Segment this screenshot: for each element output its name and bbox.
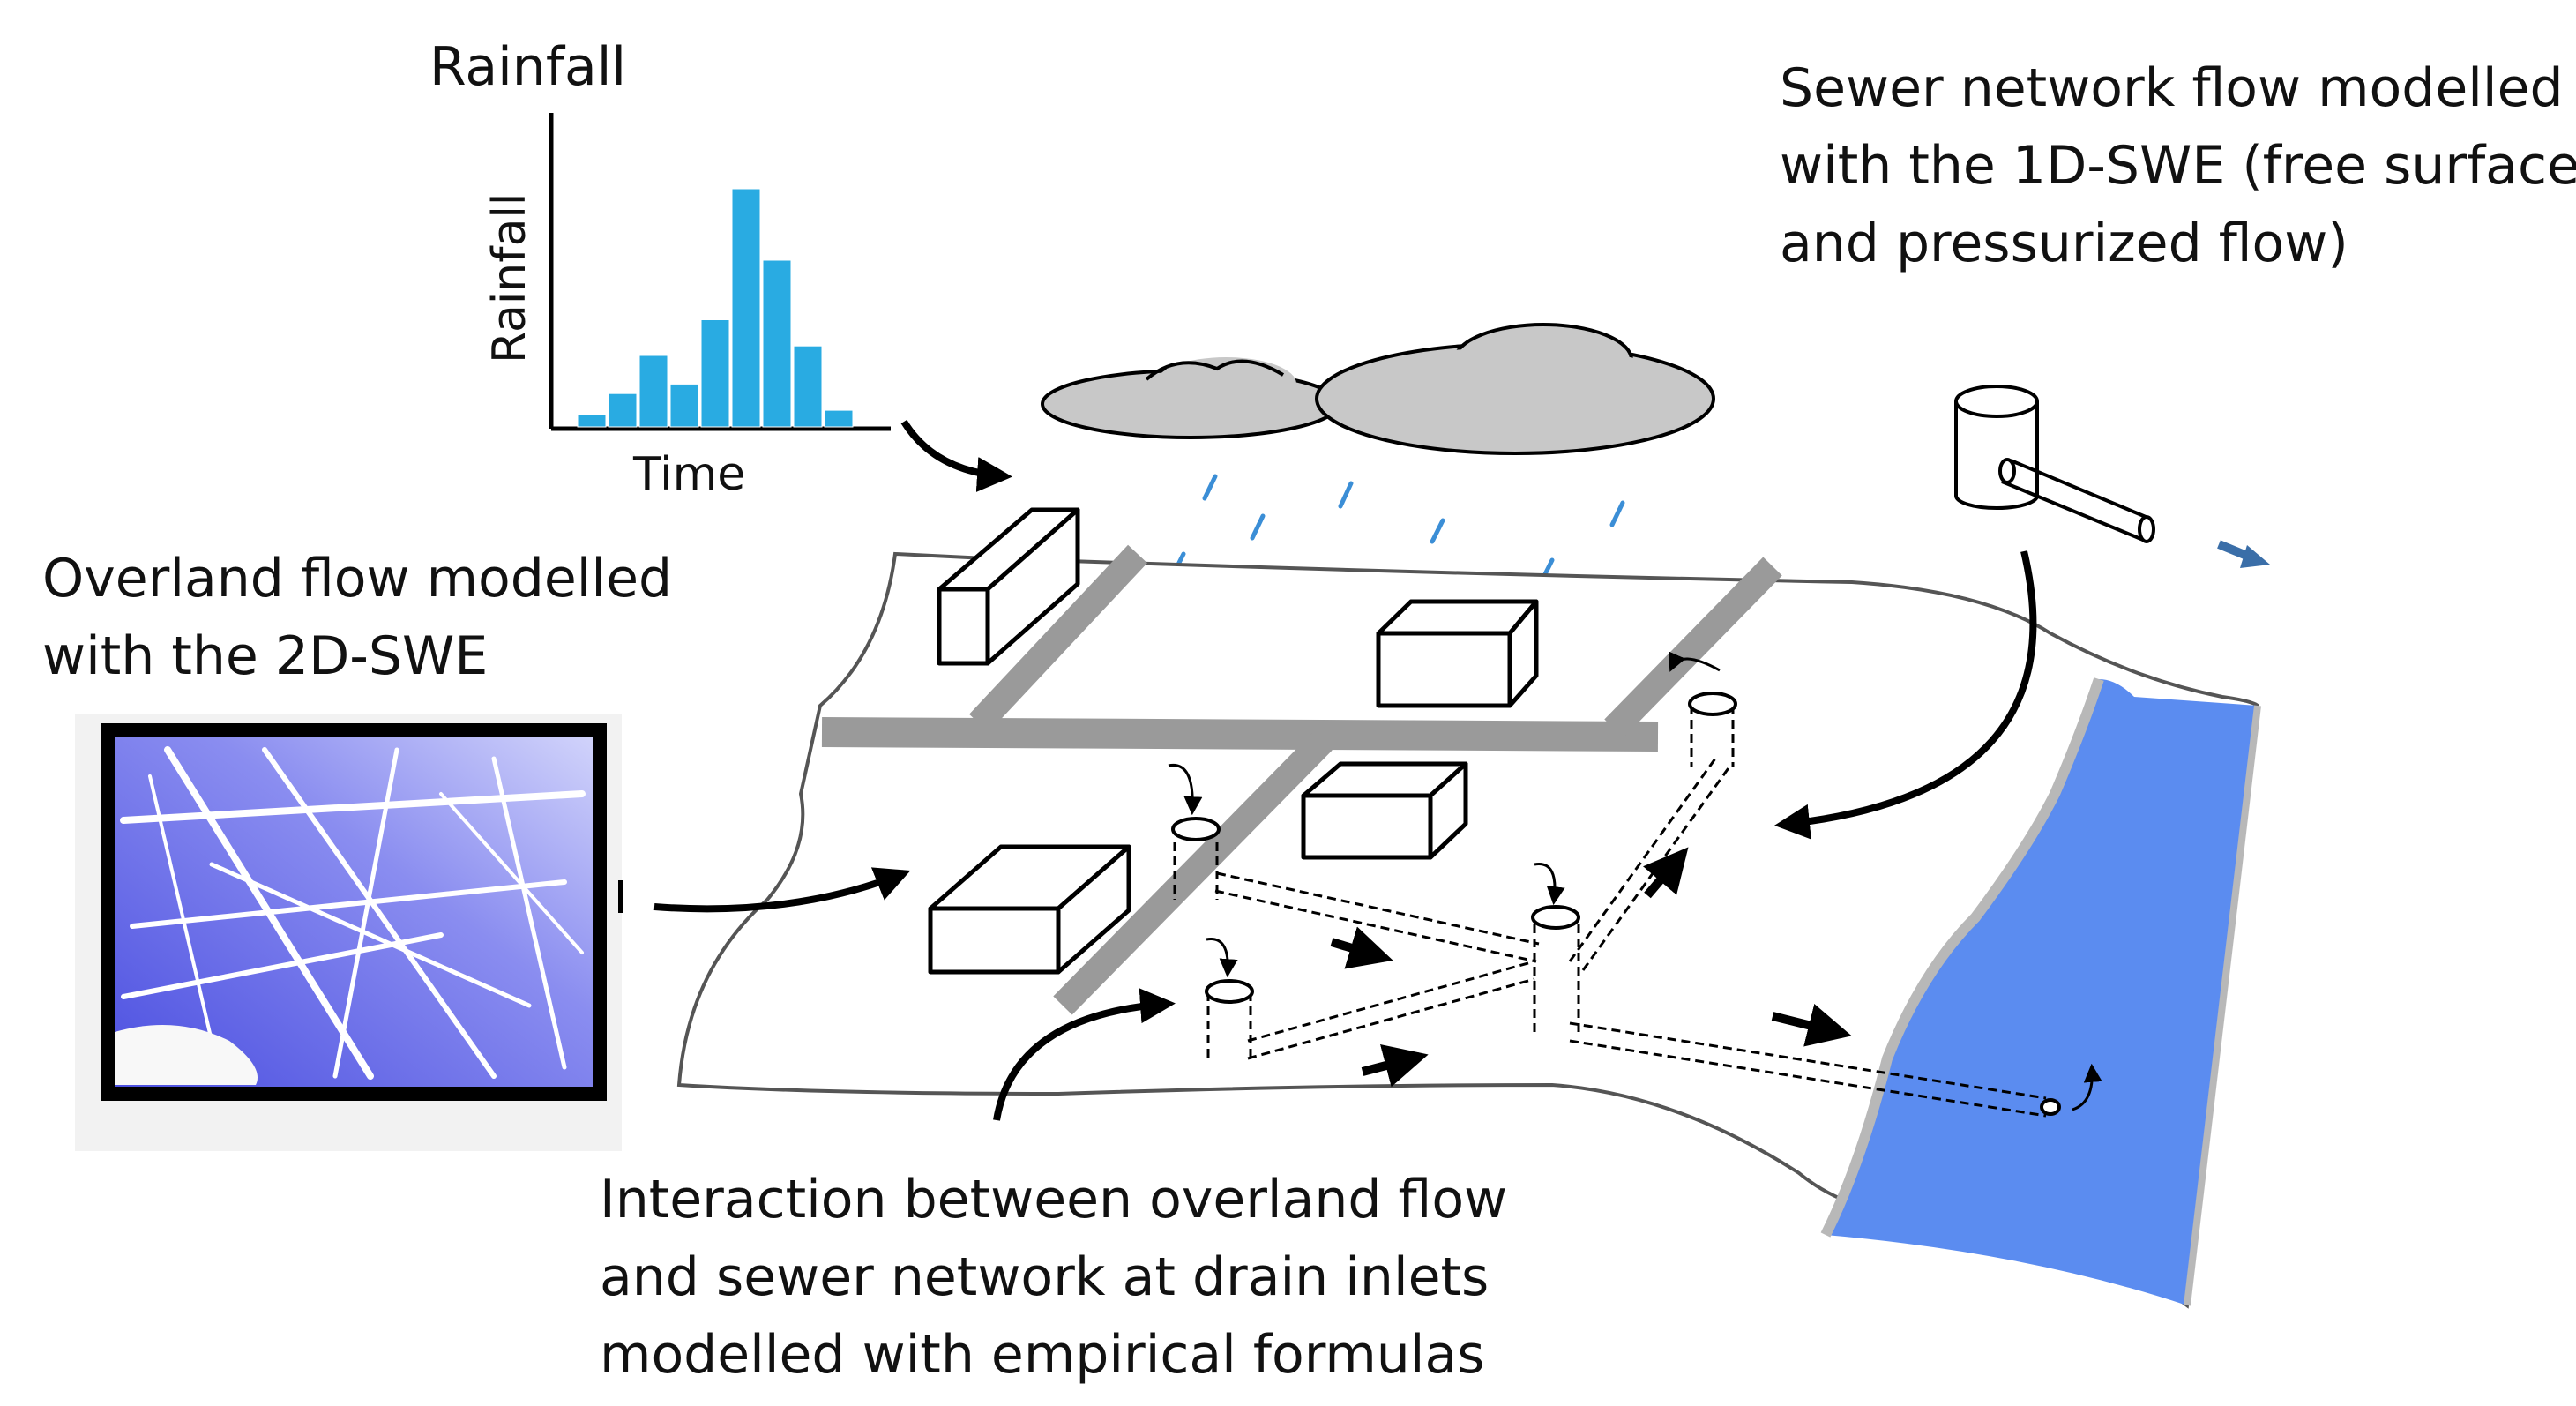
pipe-outlet [2040, 1098, 2061, 1116]
overland-label-line-2: with the 2D-SWE [42, 625, 489, 687]
rainfall-y-axis-label: Rainfall [483, 192, 536, 363]
interaction-label-line-2: and sewer network at drain inlets [600, 1246, 1490, 1308]
sewer-network-label: Sewer network flow modelled with the 1D-… [1780, 49, 2576, 282]
road-upper-right [1604, 557, 1782, 738]
sewer-manhole-icon [1954, 385, 2270, 568]
arrow-map-to-surface [653, 867, 911, 913]
hyetograph-bars [577, 188, 854, 428]
interaction-label: Interaction between overland flow and se… [600, 1161, 1507, 1394]
rainfall-bar [700, 319, 730, 428]
inlet-arrows [1168, 651, 2102, 1111]
road-main [821, 717, 1659, 752]
arrow-interaction-to-inlet [993, 988, 1176, 1121]
flow-arrows [1330, 847, 1852, 1088]
rainfall-bar [577, 415, 607, 428]
building-2 [1376, 599, 1539, 708]
rainfall-bar [762, 259, 792, 428]
building-3 [1301, 761, 1468, 860]
rainfall-bar [793, 345, 823, 428]
rainfall-title: Rainfall [429, 36, 627, 98]
map-streets [120, 746, 586, 1080]
rainfall-bar [669, 383, 699, 428]
sewer-label-line-1: Sewer network flow modelled [1780, 57, 2564, 119]
overland-flow-label: Overland flow modelled with the 2D-SWE [42, 540, 672, 695]
arrow-rain-to-cloud [900, 419, 1012, 492]
map-coastline [115, 1025, 258, 1085]
building-4 [928, 844, 1131, 975]
rainfall-x-axis-label: Time [633, 448, 746, 501]
cloud-left [1041, 357, 1340, 439]
hyetograph [549, 113, 891, 431]
cloud-group [1041, 323, 1715, 455]
interaction-label-line-1: Interaction between overland flow [600, 1169, 1508, 1230]
sewer-label-line-3: and pressurized flow) [1780, 213, 2348, 274]
road-upper-left [969, 544, 1147, 733]
connector-arrows [653, 419, 2037, 1121]
road-lower [1053, 731, 1333, 1015]
river [1820, 677, 2261, 1306]
building-1 [937, 507, 1080, 666]
cloud-right [1315, 323, 1715, 455]
interaction-label-line-3: modelled with empirical formulas [600, 1324, 1485, 1386]
roads [821, 544, 1782, 1015]
drain-inlet-1 [1171, 817, 1221, 841]
arrow-sewer-to-network [1774, 550, 2037, 840]
drain-inlets [1171, 692, 2061, 1116]
rainfall-bar [638, 355, 668, 428]
drain-inlet-2 [1205, 979, 1254, 1004]
overland-flow-map [75, 714, 623, 1151]
rainfall-bar [731, 188, 761, 428]
buildings [928, 507, 1539, 975]
drain-inlet-4 [1688, 692, 1737, 716]
rainfall-bar [824, 409, 854, 428]
rainfall-bar [608, 393, 638, 428]
drain-inlet-3 [1531, 905, 1580, 930]
sewer-pipes-dashed [1173, 706, 2047, 1118]
sewer-label-line-2: with the 1D-SWE (free surface [1780, 135, 2576, 197]
overland-label-line-1: Overland flow modelled [42, 548, 673, 610]
